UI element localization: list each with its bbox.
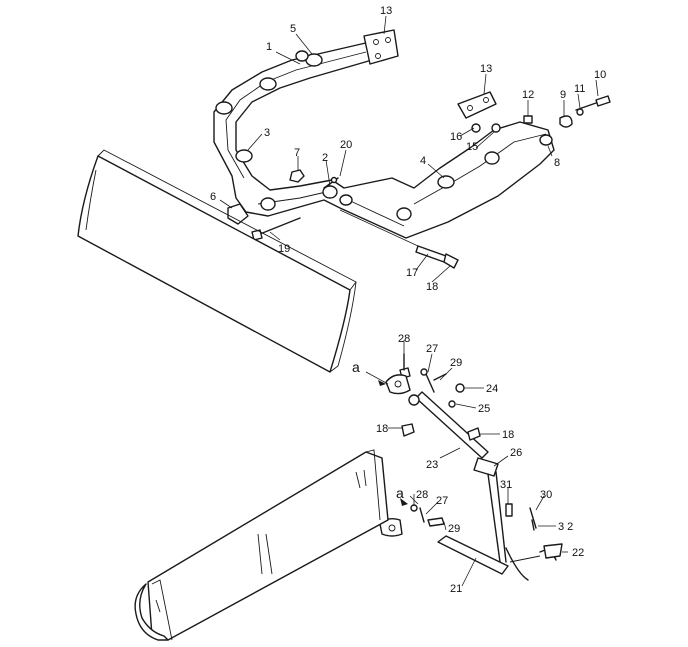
callout-13-right: 13: [480, 63, 492, 75]
leader-lines: [219, 15, 599, 587]
callout-29-lower: 29: [448, 523, 460, 535]
callout-12: 12: [522, 89, 534, 101]
callout-10: 10: [594, 69, 606, 81]
callout-31: 31: [500, 479, 512, 491]
callout-18-right: 18: [502, 429, 514, 441]
callout-32: 3 2: [558, 521, 573, 533]
callout-28-upper: 28: [398, 333, 410, 345]
callout-4: 4: [420, 155, 426, 167]
callout-27-upper: 27: [426, 343, 438, 355]
callout-13-top: 13: [380, 5, 392, 17]
callout-21: 21: [450, 583, 462, 595]
callout-19: 19: [278, 243, 290, 255]
tilt-linkage: [408, 391, 563, 581]
view-marker-a-upper: a: [352, 359, 360, 375]
blade-lower: [134, 449, 389, 641]
arrowheads: [378, 380, 408, 506]
callout-28-lower: 28: [416, 489, 428, 501]
blade-upper: [77, 149, 357, 373]
callout-27-lower: 27: [436, 495, 448, 507]
callout-20: 20: [340, 139, 352, 151]
callout-3: 3: [264, 127, 270, 139]
callout-18-upper: 18: [426, 281, 438, 293]
callout-5: 5: [290, 23, 296, 35]
callout-30: 30: [540, 489, 552, 501]
callout-15: 15: [466, 141, 478, 153]
callout-6: 6: [210, 191, 216, 203]
linkage-hardware: [379, 353, 537, 575]
callout-26: 26: [510, 447, 522, 459]
view-marker-a-lower: a: [396, 485, 404, 501]
callout-8: 8: [554, 157, 560, 169]
callout-9: 9: [560, 89, 566, 101]
u-frame: [213, 41, 555, 239]
right-end-hardware: [471, 95, 611, 133]
callout-11: 11: [574, 83, 585, 95]
callout-7: 7: [294, 147, 300, 159]
mount-bracket-top: [363, 29, 399, 65]
callout-18-left: 18: [376, 423, 388, 435]
callout-23: 23: [426, 459, 438, 471]
callout-1: 1: [266, 41, 272, 53]
callout-24: 24: [486, 383, 498, 395]
mount-bracket-right: [457, 91, 497, 119]
callout-2: 2: [322, 152, 328, 164]
callout-22: 22: [572, 547, 584, 559]
callout-labels: 1 2 3 4 5 6 7 8 9 10 11 12 13 13 15 16 1…: [210, 5, 606, 595]
callout-25: 25: [478, 403, 490, 415]
upper-hardware: [227, 169, 459, 269]
callout-16: 16: [450, 131, 462, 143]
callout-17: 17: [406, 267, 418, 279]
callout-29-upper: 29: [450, 357, 462, 369]
